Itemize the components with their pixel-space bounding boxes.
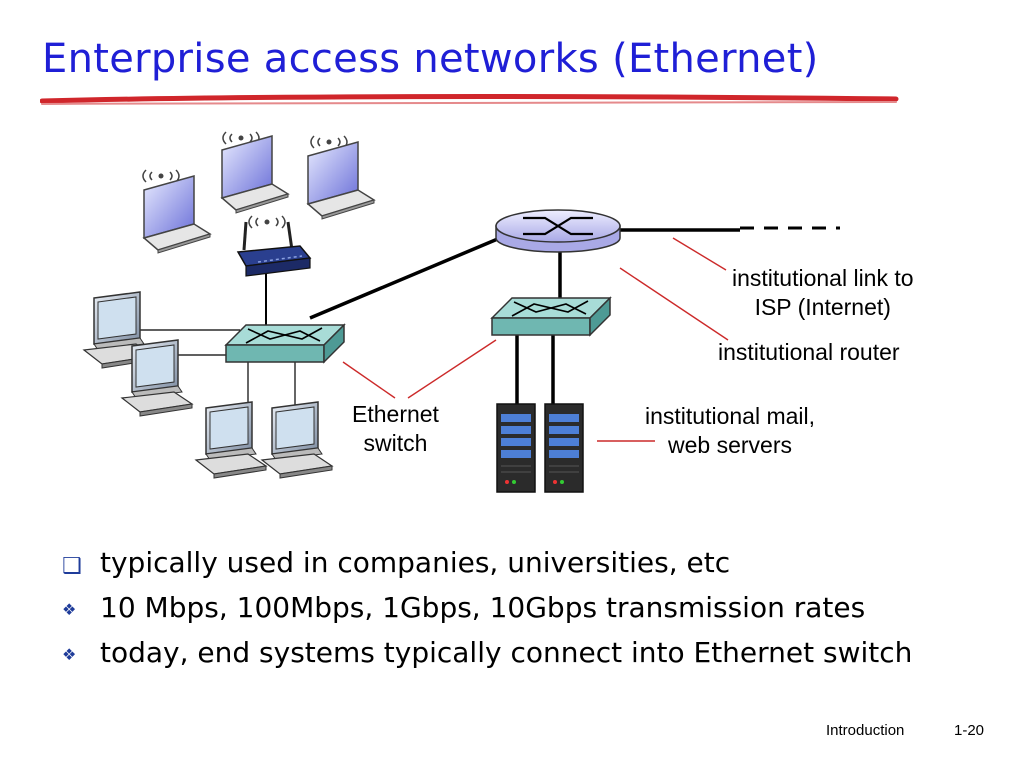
ethernet-switch-icon xyxy=(224,323,346,364)
bullet-text: typically used in companies, universitie… xyxy=(100,546,731,579)
desktop-computer-icon xyxy=(261,401,333,479)
cables xyxy=(120,226,840,410)
server-icon xyxy=(496,403,536,493)
slide-title: Enterprise access networks (Ethernet) xyxy=(42,36,819,82)
laptop-icon xyxy=(307,135,375,220)
bullet-text: 10 Mbps, 100Mbps, 1Gbps, 10Gbps transmis… xyxy=(100,591,866,624)
desktop-computer-icon xyxy=(121,339,193,417)
router-label: institutional router xyxy=(718,339,900,365)
wireless-access-point-icon xyxy=(236,215,312,277)
switch-label: Ethernet switch xyxy=(352,401,439,456)
square-bullet-icon: ❑ xyxy=(62,554,82,579)
diamond-bullet-icon: ❖ xyxy=(62,645,77,664)
footer-page-number: 1-20 xyxy=(954,722,985,739)
server-icon xyxy=(544,403,584,493)
network-diagram xyxy=(83,131,840,493)
laptop-icon xyxy=(142,169,211,254)
ethernet-switch-icon xyxy=(490,296,612,337)
diamond-bullet-icon: ❖ xyxy=(62,600,77,619)
bullet-item: ❖ 10 Mbps, 100Mbps, 1Gbps, 10Gbps transm… xyxy=(62,589,962,626)
isp-link-label: institutional link to ISP (Internet) xyxy=(732,265,914,320)
bullet-item: ❖ today, end systems typically connect i… xyxy=(62,634,962,671)
callout-lines xyxy=(342,237,729,442)
bullet-list: ❑ typically used in companies, universit… xyxy=(62,544,962,679)
desktop-computer-icon xyxy=(195,401,267,479)
router-icon xyxy=(495,209,621,253)
servers-label: institutional mail, web servers xyxy=(645,403,816,458)
title-underline xyxy=(40,94,899,105)
footer-section: Introduction xyxy=(826,722,905,739)
bullet-text: today, end systems typically connect int… xyxy=(100,636,913,669)
laptop-icon xyxy=(221,131,289,214)
bullet-item: ❑ typically used in companies, universit… xyxy=(62,544,962,581)
